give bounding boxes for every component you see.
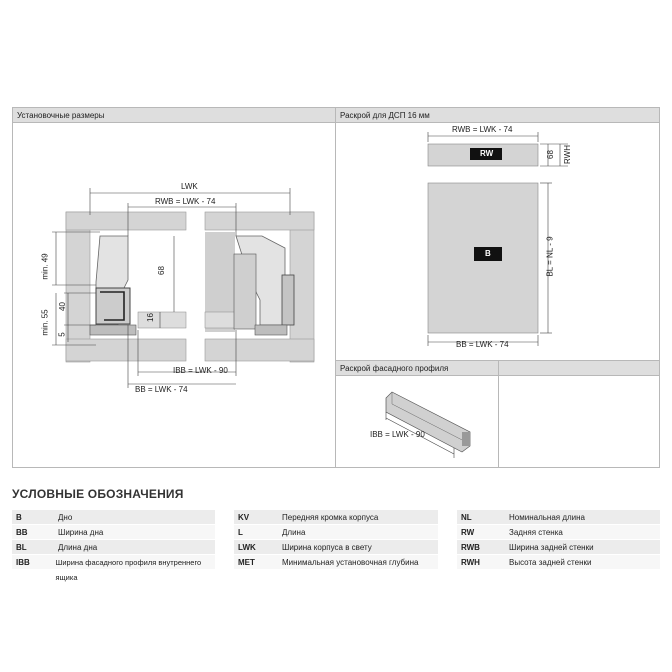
legend-code: B bbox=[16, 513, 22, 522]
ibb-label-install: IBB = LWK - 90 bbox=[173, 366, 228, 375]
legend-title: УСЛОВНЫЕ ОБОЗНАЧЕНИЯ bbox=[12, 487, 184, 501]
legend-desc: Длина дна bbox=[58, 543, 98, 552]
legend-column-2: KV Передняя кромка корпуса L Длина LWK Шири… bbox=[234, 510, 438, 570]
legend-code: KV bbox=[238, 513, 250, 522]
legend-code: RWB bbox=[461, 543, 480, 552]
install-panel-title: Установочные размеры bbox=[13, 108, 335, 123]
left-side-wall bbox=[65, 211, 91, 363]
legend-row: BL Длина дна bbox=[12, 540, 215, 555]
lwk-label: LWK bbox=[181, 182, 198, 191]
left-top-wall bbox=[65, 211, 187, 231]
legend-row: KV Передняя кромка корпуса bbox=[234, 510, 438, 525]
legend-row: BB Ширина дна bbox=[12, 525, 215, 540]
legend-row: RWB Ширина задней стенки bbox=[457, 540, 660, 555]
legend-code: BL bbox=[16, 543, 27, 552]
cut-panel-title: Раскрой для ДСП 16 мм bbox=[336, 108, 659, 123]
bb-label-cut: BB = LWK - 74 bbox=[456, 340, 509, 349]
front-profile bbox=[385, 391, 471, 453]
rwb-label-cut: RWB = LWK - 74 bbox=[452, 125, 513, 134]
legend-desc: Ширина корпуса в свету bbox=[282, 543, 372, 552]
legend-desc: Ширина фасадного профиля внутреннего ящи… bbox=[55, 558, 202, 582]
right-side-wall bbox=[289, 211, 315, 363]
legend-row: RW Задняя стенка bbox=[457, 525, 660, 540]
legend-row: MET Минимальная установочная глубина bbox=[234, 555, 438, 570]
legend-code: BB bbox=[16, 528, 28, 537]
right-bottom-rail bbox=[254, 324, 288, 336]
legend-column-1: B Дно BB Ширина дна BL Длина дна IBB Ширина … bbox=[12, 510, 215, 582]
right-top-wall bbox=[204, 211, 315, 231]
legend-desc: Номинальная длина bbox=[509, 513, 585, 522]
rw-marker bbox=[470, 148, 502, 160]
bb-label-install: BB = LWK - 74 bbox=[135, 385, 188, 394]
rwb-label-install: RWB = LWK - 74 bbox=[155, 197, 216, 206]
legend-desc: Высота задней стенки bbox=[509, 558, 592, 567]
ibb-label-front: IBB = LWK - 90 bbox=[370, 430, 425, 439]
legend-row: L Длина bbox=[234, 525, 438, 540]
right-runner bbox=[281, 274, 295, 326]
legend-code: IBB bbox=[16, 558, 30, 567]
legend-row: NL Номинальная длина bbox=[457, 510, 660, 525]
legend-row: RWH Высота задней стенки bbox=[457, 555, 660, 570]
b-label: B bbox=[485, 249, 491, 258]
legend-row: LWK Ширина корпуса в свету bbox=[234, 540, 438, 555]
legend-desc: Дно bbox=[58, 513, 73, 522]
legend-code: MET bbox=[238, 558, 255, 567]
cabinet-bottom bbox=[65, 338, 187, 362]
legend-desc: Ширина дна bbox=[58, 528, 104, 537]
legend-desc: Ширина задней стенки bbox=[509, 543, 594, 552]
legend-desc: Минимальная установочная глубина bbox=[282, 558, 419, 567]
legend-row: B Дно bbox=[12, 510, 215, 525]
legend-row: IBB Ширина фасадного профиля внутреннего … bbox=[12, 555, 215, 582]
drawer-bottom-left bbox=[137, 311, 187, 329]
legend-code: RW bbox=[461, 528, 475, 537]
legend-desc: Задняя стенка bbox=[509, 528, 563, 537]
legend-desc: Длина bbox=[282, 528, 306, 537]
legend-code: L bbox=[238, 528, 243, 537]
legend-column-3: NL Номинальная длина RW Задняя стенка RWB Ш… bbox=[457, 510, 660, 570]
legend-code: RWH bbox=[461, 558, 480, 567]
cabinet-bottom-right bbox=[204, 338, 315, 362]
legend-code: LWK bbox=[238, 543, 256, 552]
rw-label: RW bbox=[480, 149, 494, 158]
legend-desc: Передняя кромка корпуса bbox=[282, 513, 379, 522]
legend-code: NL bbox=[461, 513, 472, 522]
front-panel-empty bbox=[498, 360, 660, 468]
b-marker bbox=[474, 247, 502, 261]
front-panel-title: Раскрой фасадного профиля bbox=[336, 361, 498, 376]
front-panel-empty-header bbox=[499, 361, 659, 376]
left-bottom-rail bbox=[89, 324, 137, 336]
right-front-block bbox=[233, 253, 257, 330]
